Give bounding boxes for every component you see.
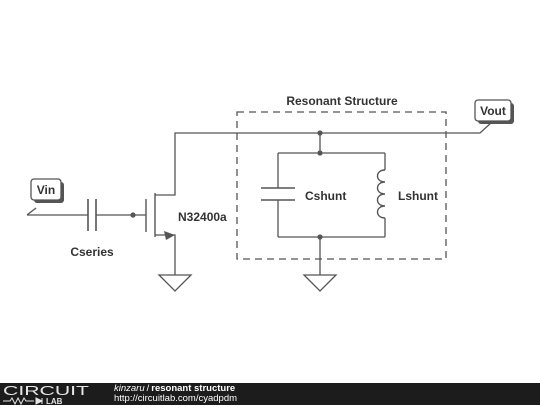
circuitlab-logo[interactable]: CIRCUIT LAB (0, 383, 110, 405)
wire-tank-top (277, 133, 386, 237)
resonant-structure-label: Resonant Structure (286, 94, 398, 108)
wire-tank-bottom (278, 236, 385, 275)
junction-dot-rail (317, 130, 323, 136)
footer-bar: CIRCUIT LAB kinzaru/resonant structure h… (0, 383, 540, 405)
cseries-capacitor-symbol (87, 199, 97, 231)
ground-symbol-tank (302, 274, 338, 292)
logo-resistor-icon (3, 396, 34, 405)
logo-brand-bottom: LAB (46, 397, 63, 405)
lshunt-inductor-symbol (376, 169, 386, 219)
wires (27, 121, 493, 275)
footer-separator: / (146, 383, 150, 394)
wire-drain-rail (155, 121, 493, 196)
cshunt-label: Cshunt (305, 189, 346, 203)
footer-credit: kinzaru/resonant structure http://circui… (114, 384, 237, 404)
ground-symbol-transistor (157, 274, 193, 292)
junction-dot-tank-bottom (317, 234, 323, 240)
footer-title[interactable]: resonant structure (151, 383, 236, 394)
vin-port[interactable]: Vin (26, 178, 64, 216)
vout-port[interactable]: Vout (474, 99, 514, 124)
logo-diode-icon (35, 397, 44, 405)
junction-dot-gate (130, 212, 136, 218)
cshunt-capacitor-symbol (261, 187, 295, 201)
cseries-label: Cseries (70, 245, 114, 259)
footer-author[interactable]: kinzaru (114, 383, 145, 394)
vin-port-label: Vin (37, 183, 55, 197)
transistor-label: N32400a (178, 210, 227, 224)
vout-port-label: Vout (480, 104, 506, 118)
schematic-canvas: Resonant Structure Cseries N32400a (26, 94, 514, 292)
junction-dot-tank-top (317, 150, 323, 156)
lshunt-label: Lshunt (398, 189, 438, 203)
footer-url[interactable]: http://circuitlab.com/cyadpdm (114, 393, 238, 404)
wire-source-ground (155, 234, 176, 275)
resonant-structure-box (236, 111, 447, 260)
logo-brand-top: CIRCUIT (3, 383, 89, 398)
transistor-symbol (145, 193, 175, 240)
footer-credit-line: kinzaru/resonant structure (114, 384, 237, 394)
